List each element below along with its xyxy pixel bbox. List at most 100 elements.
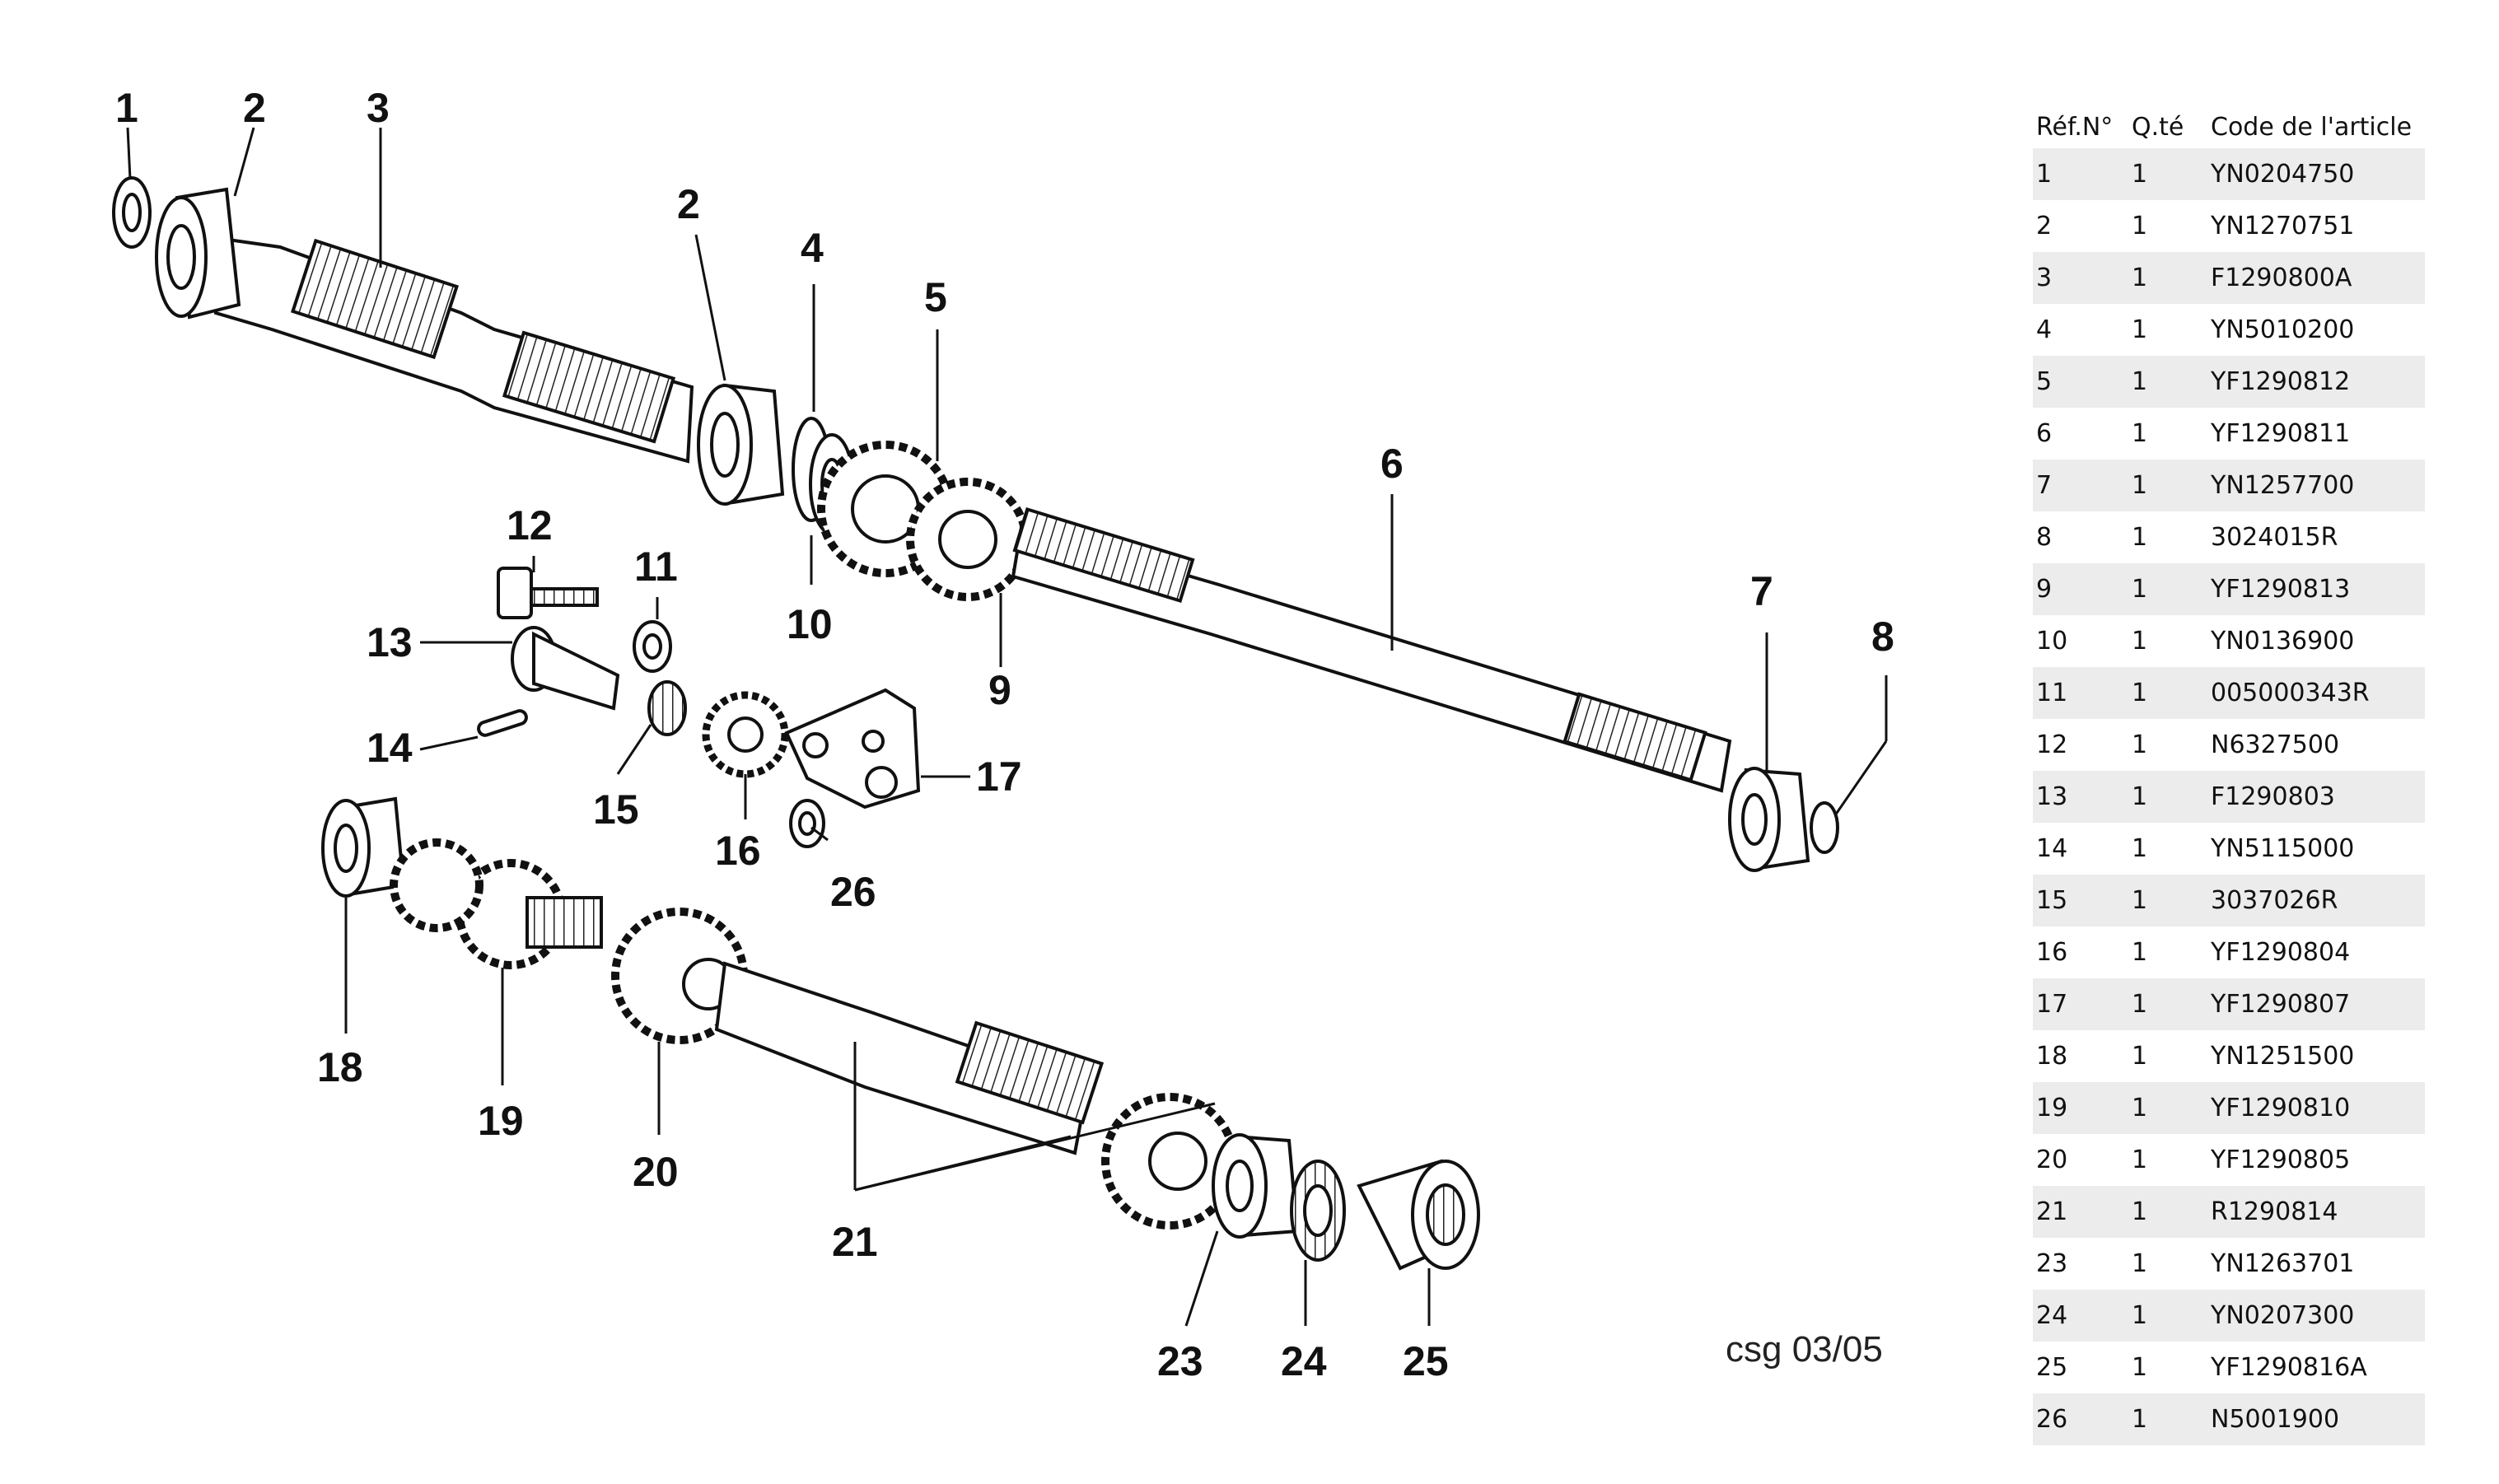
cell-qty: 1 — [2132, 1249, 2148, 1278]
callout-20: 20 — [633, 1149, 679, 1195]
cell-qty: 1 — [2128, 356, 2207, 408]
gear-part-19 — [390, 838, 603, 969]
callout-18: 18 — [317, 1044, 363, 1090]
cell-code: YF1290807 — [2207, 978, 2425, 1030]
bolt-part-12 — [497, 567, 599, 619]
cell-code: YN5010200 — [2211, 315, 2355, 344]
input-shaft-part-3 — [213, 236, 694, 464]
parts-table-header: Réf.N° Q.té Code de l'article — [2033, 105, 2425, 148]
bearing-part-1 — [112, 176, 152, 249]
callout-2-second: 2 — [677, 181, 700, 227]
callout-19: 19 — [478, 1098, 524, 1144]
cell-ref: 11 — [2033, 667, 2128, 719]
cell-qty: 1 — [2128, 252, 2207, 304]
cell-code: YF1290810 — [2207, 1082, 2425, 1134]
callout-9: 9 — [988, 667, 1011, 713]
cell-ref: 7 — [2033, 460, 2128, 511]
cell-ref: 6 — [2036, 419, 2053, 448]
cell-ref: 21 — [2033, 1186, 2128, 1238]
callout-8: 8 — [1871, 614, 1894, 660]
cell-code: YN1270751 — [2211, 212, 2355, 240]
callout-10: 10 — [787, 601, 833, 647]
header-qty: Q.té — [2132, 112, 2184, 142]
cell-code: YN0136900 — [2211, 627, 2355, 656]
cell-ref: 15 — [2033, 875, 2128, 926]
bearing-part-2-right — [697, 383, 785, 506]
needle-bearing-part-15 — [647, 680, 687, 736]
cell-code: 3037026R — [2207, 875, 2425, 926]
cell-ref: 14 — [2036, 834, 2068, 863]
cell-qty: 1 — [2132, 1146, 2148, 1174]
cell-qty: 1 — [2128, 1186, 2207, 1238]
bearing-part-7 — [1728, 767, 1810, 872]
table-row: 8 1 3024015R — [2033, 511, 2425, 563]
cell-qty: 1 — [2132, 419, 2148, 448]
cell-ref: 13 — [2033, 771, 2128, 823]
cell-qty: 1 — [2128, 875, 2207, 926]
cell-code: YN0207300 — [2207, 1290, 2425, 1342]
cell-ref: 9 — [2033, 563, 2128, 615]
cell-ref: 10 — [2036, 627, 2068, 656]
callout-labels: 1 2 3 2 4 5 6 12 11 13 10 9 7 8 14 15 16… — [115, 85, 1894, 1384]
cell-ref: 18 — [2036, 1042, 2068, 1071]
cell-code: N5001900 — [2207, 1393, 2425, 1445]
cell-code: YN0204750 — [2207, 148, 2425, 200]
callout-1: 1 — [115, 85, 138, 131]
washer-part-11 — [633, 620, 672, 673]
shaft-part-21 — [714, 961, 1105, 1155]
cell-ref: 25 — [2036, 1353, 2068, 1382]
callout-23: 23 — [1157, 1338, 1203, 1384]
cell-ref: 1 — [2033, 148, 2128, 200]
callout-3: 3 — [367, 85, 390, 131]
cell-code: YN1263701 — [2211, 1249, 2355, 1278]
callout-6: 6 — [1380, 441, 1404, 487]
cell-qty: 1 — [2128, 667, 2207, 719]
cell-ref: 17 — [2033, 978, 2128, 1030]
leader-lines — [126, 127, 1888, 1327]
cell-qty: 1 — [2128, 1082, 2207, 1134]
cell-qty: 1 — [2132, 730, 2148, 759]
exploded-gearbox-diagram: 1 2 3 2 4 5 6 12 11 13 10 9 7 8 14 15 16… — [112, 85, 1894, 1384]
cell-ref: 16 — [2036, 938, 2068, 967]
sleeve-part-25 — [1357, 1159, 1480, 1271]
table-row: 4 1 YN5010200 — [2033, 304, 2425, 356]
cell-ref: 4 — [2036, 315, 2053, 344]
needle-bearing-part-24 — [1290, 1160, 1346, 1262]
shaft-part-6 — [1011, 506, 1732, 793]
cell-ref: 3 — [2033, 252, 2128, 304]
gear-part-9 — [906, 478, 1030, 601]
cell-code: YF1290812 — [2207, 356, 2425, 408]
callout-2: 2 — [243, 85, 266, 131]
cell-qty: 1 — [2132, 523, 2148, 552]
callout-26: 26 — [830, 869, 876, 915]
cell-code: N6327500 — [2211, 730, 2340, 759]
cell-ref: 8 — [2036, 523, 2053, 552]
cell-qty: 1 — [2132, 1042, 2148, 1071]
drawing-reference-note: csg 03/05 — [1726, 1329, 1883, 1370]
cell-ref: 5 — [2033, 356, 2128, 408]
cell-code: 3024015R — [2211, 523, 2338, 552]
callout-5: 5 — [924, 274, 947, 320]
cell-code: YN5115000 — [2211, 834, 2355, 863]
bearing-part-2-left — [155, 187, 241, 320]
cell-qty: 1 — [2132, 315, 2148, 344]
cell-ref: 24 — [2033, 1290, 2128, 1342]
callout-15: 15 — [593, 786, 639, 833]
cell-code: YN1257700 — [2207, 460, 2425, 511]
cell-code: YN1251500 — [2211, 1042, 2355, 1071]
cell-qty: 1 — [2132, 212, 2148, 240]
